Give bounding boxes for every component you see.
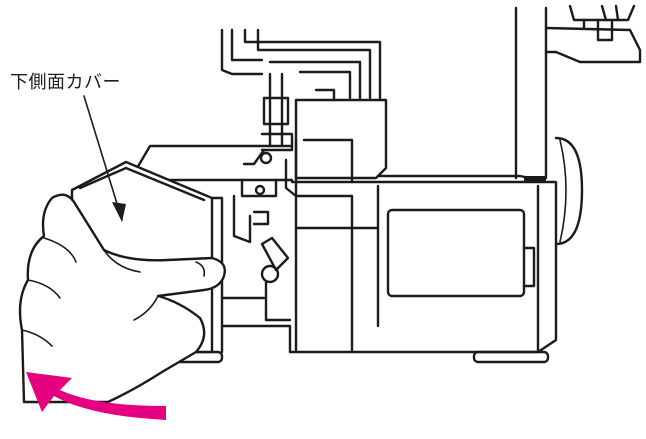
callout-leader (83, 95, 126, 222)
hand-icon (18, 193, 226, 404)
needle-mechanism (242, 72, 298, 198)
machine-feet (150, 350, 550, 364)
thread-guide-rods (220, 28, 382, 100)
needle-housing (294, 88, 388, 354)
looper-area (220, 194, 292, 354)
machine-column (514, 4, 642, 180)
handwheel (554, 136, 584, 246)
callout-label: 下側面カバー (10, 72, 121, 93)
machine-body (288, 174, 558, 354)
curved-arrow-icon (26, 372, 166, 420)
